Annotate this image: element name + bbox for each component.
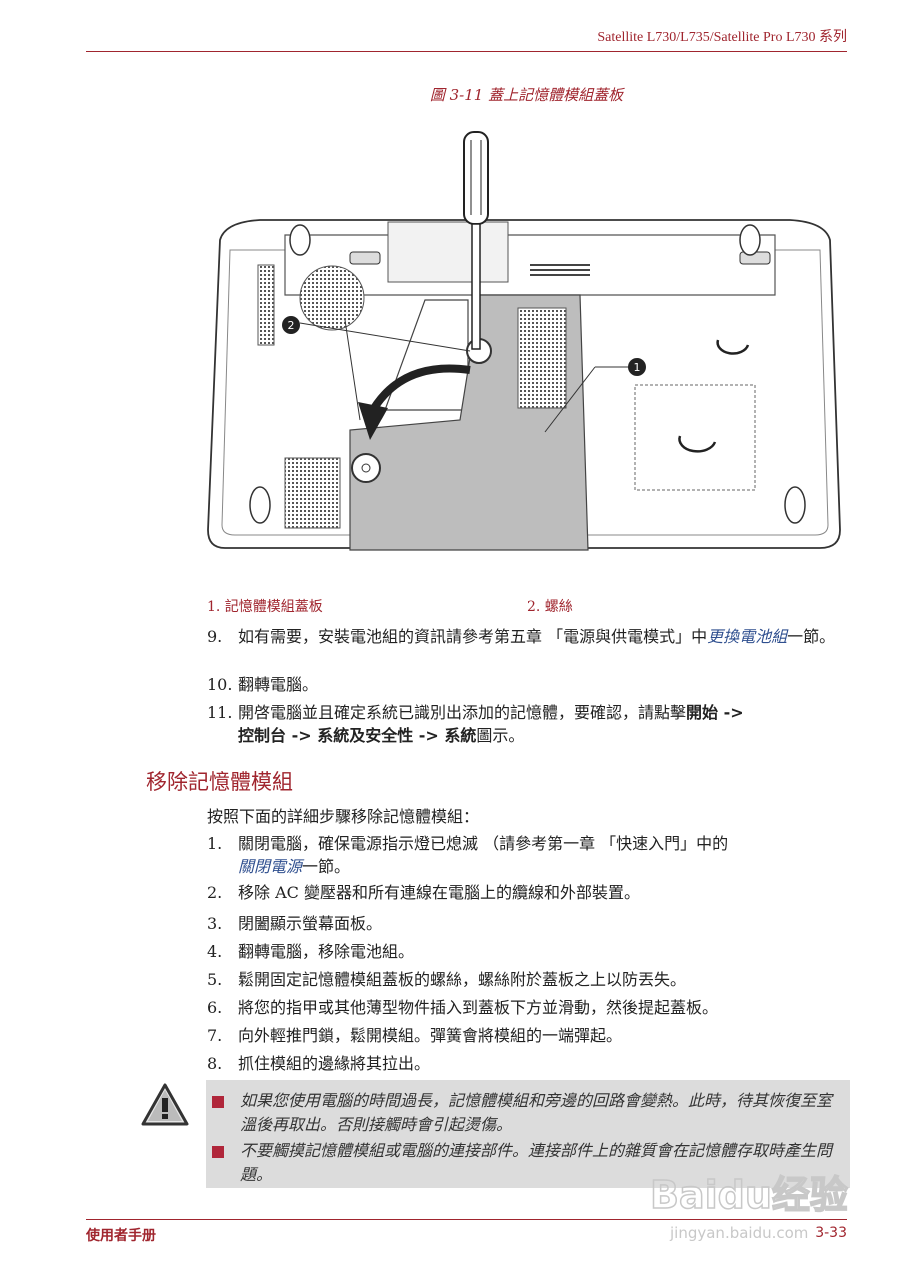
- legend-item-memory-cover: 1. 記憶體模組蓋板: [207, 599, 323, 615]
- step-text: 如有需要，安裝電池組的資訊請參考第五章 「電源與供電模式」中: [238, 627, 708, 646]
- baidu-jingyan-watermark: Baidu经验 jingyan.baidu.com: [649, 1172, 848, 1242]
- step-number: 2.: [207, 883, 223, 902]
- page-number: 3-33: [815, 1225, 847, 1241]
- caution-item-contacts: 不要觸摸記憶體模組或電腦的連接部件。連接部件上的雜質會在記憶體存取時產生問題。: [240, 1141, 833, 1184]
- step-text: 鬆開固定記憶體模組蓋板的螺絲，螺絲附於蓋板之上以防丟失。: [238, 970, 687, 989]
- watermark-url: jingyan.baidu.com: [669, 1224, 808, 1242]
- step-text: 關閉電腦，確保電源指示燈已熄滅 （請參考第一章 「快速入門」中的: [238, 834, 729, 853]
- page-header-title: Satellite L730/L735/Satellite Pro L730 系…: [597, 30, 847, 45]
- step-number: 4.: [207, 942, 223, 961]
- step-text: 向外輕推門鎖，鬆開模組。彈簧會將模組的一端彈起。: [238, 1026, 623, 1045]
- watermark-brand: Baidu经验: [650, 1173, 848, 1217]
- step-text-tail: 一節。: [787, 627, 836, 646]
- menu-path-start: 開始 ->: [686, 703, 744, 722]
- callout-1-label: 1: [634, 361, 641, 374]
- step-text: 移除 AC 變壓器和所有連線在電腦上的纜線和外部裝置。: [238, 883, 640, 902]
- section-heading: 移除記憶體模組: [146, 770, 293, 794]
- legend-item-screw: 2. 螺絲: [527, 599, 573, 615]
- step-number: 10.: [207, 675, 233, 694]
- warning-triangle-icon: [141, 1083, 189, 1126]
- step-number: 8.: [207, 1054, 223, 1073]
- step-text: 翻轉電腦，移除電池組。: [238, 942, 415, 961]
- footer-manual-title: 使用者手册: [86, 1228, 156, 1244]
- step-text: 開啓電腦並且確定系統已識別出添加的記憶體，要確認，請點擊: [238, 703, 687, 722]
- step-number: 5.: [207, 970, 223, 989]
- step-number: 6.: [207, 998, 223, 1017]
- step-text: 閉闔顯示螢幕面板。: [238, 914, 383, 933]
- step-number: 7.: [207, 1026, 223, 1045]
- step-text-tail: 圖示。: [476, 726, 525, 745]
- menu-path-control-panel: 控制台 -> 系統及安全性 -> 系統: [238, 726, 477, 745]
- step-number: 11.: [207, 703, 233, 722]
- caution-box: [206, 1080, 850, 1188]
- callout-2-label: 2: [288, 319, 295, 332]
- bullet-square-icon: [212, 1146, 224, 1158]
- laptop-underside-illustration: 2 1: [207, 131, 841, 551]
- step-text: 抓住模組的邊緣將其拉出。: [238, 1054, 431, 1073]
- footer-rule: [86, 1219, 847, 1220]
- figure-caption: 圖 3-11 蓋上記憶體模組蓋板: [429, 86, 624, 104]
- step-text: 將您的指甲或其他薄型物件插入到蓋板下方並滑動，然後提起蓋板。: [238, 998, 719, 1017]
- caution-item-heat: 如果您使用電腦的時間過長，記憶體模組和旁邊的回路會變熱。此時，待其恢復至室溫後再…: [240, 1091, 833, 1134]
- section-intro: 按照下面的詳細步驟移除記憶體模組：: [207, 807, 480, 826]
- link-replace-battery[interactable]: 更換電池組: [707, 627, 788, 646]
- step-number: 9.: [207, 627, 223, 646]
- link-power-off[interactable]: 關閉電源: [238, 857, 303, 876]
- header-rule: [86, 51, 847, 52]
- bullet-square-icon: [212, 1096, 224, 1108]
- step-text: 翻轉電腦。: [238, 675, 319, 694]
- step-number: 1.: [207, 834, 223, 853]
- step-number: 3.: [207, 914, 223, 933]
- step-text-tail: 一節。: [302, 857, 351, 876]
